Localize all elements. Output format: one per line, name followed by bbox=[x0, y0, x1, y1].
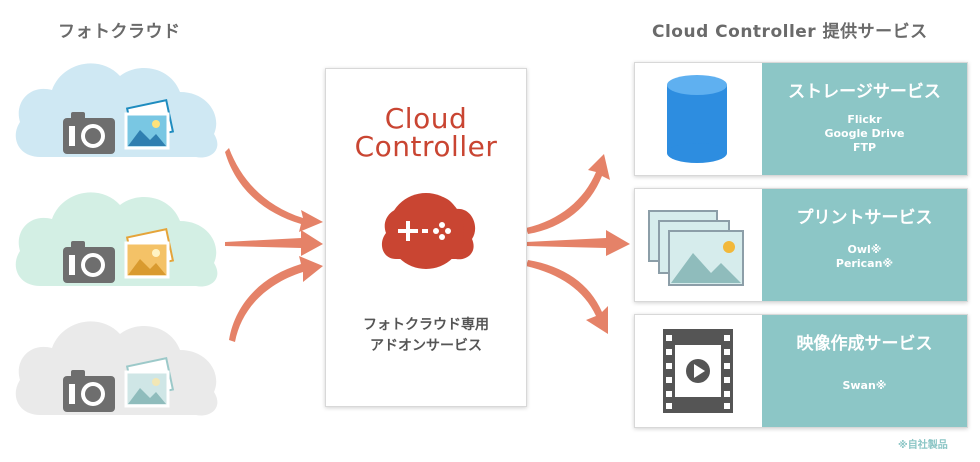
print-service-items: Owl※ Perican※ bbox=[762, 243, 967, 271]
cloud-2 bbox=[15, 192, 218, 287]
photo-stack-icon bbox=[124, 357, 175, 408]
service-item: Owl※ bbox=[847, 243, 882, 256]
print-service-title: プリントサービス bbox=[796, 208, 933, 228]
photo-clouds bbox=[15, 63, 218, 416]
cloud-controller-panel: Cloud Controller フォトクラウド専用 アドオンサービス bbox=[325, 68, 527, 407]
cloud-3 bbox=[15, 321, 218, 416]
film-strip-icon bbox=[663, 329, 733, 413]
footnote: ※自社製品 bbox=[898, 440, 948, 451]
addon-description: フォトクラウド専用 アドオンサービス bbox=[326, 315, 526, 357]
arrow-out-1 bbox=[526, 154, 610, 234]
input-arrows bbox=[225, 148, 323, 342]
service-item: Google Drive bbox=[824, 127, 905, 140]
description-line-2: アドオンサービス bbox=[370, 338, 482, 354]
camera-icon bbox=[63, 112, 115, 154]
logo-text-cloud: Cloud bbox=[384, 102, 468, 135]
video-service-title: 映像作成サービス bbox=[796, 334, 933, 354]
photo-stack-icon bbox=[124, 228, 175, 279]
service-item: Perican※ bbox=[835, 257, 894, 270]
output-arrows bbox=[526, 154, 630, 334]
video-service-card: 映像作成サービス Swan※ bbox=[634, 314, 968, 428]
description-line-1: フォトクラウド専用 bbox=[363, 317, 489, 333]
photo-cloud-heading: フォトクラウド bbox=[58, 22, 181, 42]
cloud-1 bbox=[15, 63, 218, 158]
service-item: Flickr bbox=[847, 113, 882, 126]
photo-stack-icon bbox=[124, 99, 175, 150]
storage-service-card: ストレージサービス Flickr Google Drive FTP bbox=[634, 62, 968, 176]
gamepad-cloud-icon bbox=[381, 193, 476, 269]
logo-text-controller: Controller bbox=[354, 130, 498, 163]
services-heading: Cloud Controller 提供サービス bbox=[652, 22, 928, 42]
camera-icon bbox=[63, 370, 115, 412]
arrow-in-3 bbox=[229, 256, 323, 342]
photos-print-icon bbox=[648, 210, 744, 286]
camera-icon bbox=[63, 241, 115, 283]
service-item: FTP bbox=[852, 141, 877, 154]
database-icon bbox=[667, 75, 727, 163]
print-service-card: プリントサービス Owl※ Perican※ bbox=[634, 188, 968, 302]
storage-service-items: Flickr Google Drive FTP bbox=[762, 113, 967, 155]
arrow-in-2 bbox=[225, 230, 323, 256]
storage-service-title: ストレージサービス bbox=[788, 82, 941, 102]
arrow-in-1 bbox=[225, 148, 323, 232]
video-service-items: Swan※ bbox=[762, 379, 967, 393]
service-item: Swan※ bbox=[842, 379, 887, 392]
arrow-out-3 bbox=[526, 260, 608, 334]
arrow-out-2 bbox=[526, 230, 630, 256]
